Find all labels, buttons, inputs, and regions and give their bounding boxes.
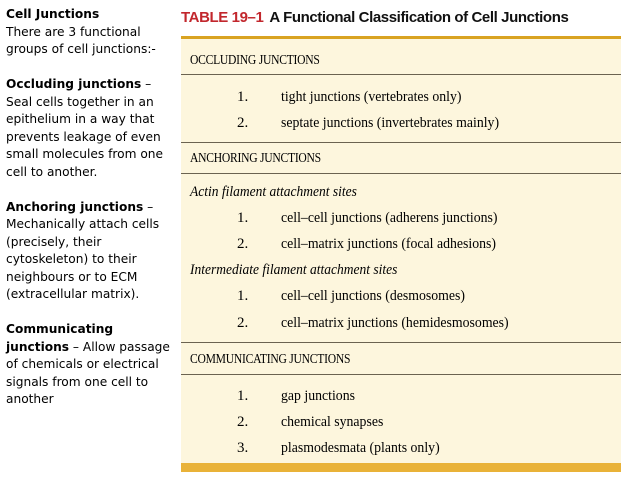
row-text: chemical synapses: [281, 414, 384, 430]
row-number: 3.: [237, 440, 249, 456]
row-number: 2.: [237, 414, 249, 430]
communicating-term: Communicating junctions: [6, 322, 114, 354]
row-text: tight junctions (vertebrates only): [281, 89, 462, 105]
table-top-rule: [181, 36, 621, 39]
row-number: 2.: [237, 315, 249, 331]
row-text: plasmodesmata (plants only): [281, 440, 440, 456]
communicating-paragraph: Communicating junctions – Allow passage …: [6, 321, 174, 409]
table-number: TABLE 19–1: [181, 9, 264, 26]
divider: [181, 173, 621, 174]
occluding-term: Occluding junctions: [6, 77, 142, 91]
table-row: 2. cell–matrix junctions (hemidesmosomes…: [181, 315, 621, 335]
row-number: 2.: [237, 115, 249, 131]
divider: [181, 374, 621, 375]
classification-table: Occluding Junctions 1. tight junctions (…: [181, 36, 621, 472]
communicating-description: – Allow passage of chemicals or electric…: [6, 339, 170, 407]
anchoring-description: – Mechanically attach cells (precisely, …: [6, 199, 160, 302]
anchoring-paragraph: Anchoring junctions – Mechanically attac…: [6, 199, 174, 304]
row-text: cell–matrix junctions (focal adhesions): [281, 236, 496, 252]
panel-heading: Cell Junctions: [6, 7, 100, 21]
occluding-description: – Seal cells together in an epithelium i…: [6, 77, 163, 179]
table-row: 1. cell–cell junctions (desmosomes): [181, 288, 621, 308]
intermediate-subheading: Intermediate filament attachment sites: [190, 262, 398, 278]
divider: [181, 74, 621, 75]
anchoring-term: Anchoring junctions: [6, 199, 144, 214]
divider: [181, 142, 621, 143]
section-anchoring-heading: Anchoring Junctions: [190, 150, 321, 165]
row-number: 1.: [237, 388, 249, 404]
row-number: 2.: [237, 236, 249, 252]
table-row: 2. septate junctions (invertebrates main…: [181, 115, 621, 135]
table-row: 1. cell–cell junctions (adherens junctio…: [181, 210, 621, 230]
row-text: cell–matrix junctions (hemidesmosomes): [281, 315, 509, 331]
explanation-panel: Cell Junctions There are 3 functional gr…: [6, 6, 174, 426]
intro-paragraph: Cell Junctions There are 3 functional gr…: [6, 6, 174, 59]
table-row: 1. gap junctions: [181, 388, 621, 408]
section-occluding-heading: Occluding Junctions: [190, 52, 320, 67]
actin-subheading: Actin filament attachment sites: [190, 184, 357, 200]
table-title-text: A Functional Classification of Cell Junc…: [269, 9, 569, 26]
table-title: TABLE 19–1 A Functional Classification of…: [181, 4, 621, 32]
table-row: 2. cell–matrix junctions (focal adhesion…: [181, 236, 621, 256]
row-number: 1.: [237, 210, 249, 226]
intro-text: There are 3 functional groups of cell ju…: [6, 24, 156, 57]
section-communicating-heading: Communicating Junctions: [190, 351, 351, 366]
row-number: 1.: [237, 288, 249, 304]
divider: [181, 342, 621, 343]
table-row: 3. plasmodesmata (plants only): [181, 440, 621, 460]
table-row: 1. tight junctions (vertebrates only): [181, 89, 621, 109]
row-text: cell–cell junctions (adherens junctions): [281, 210, 498, 226]
row-text: gap junctions: [281, 388, 355, 404]
table-bottom-rule: [181, 463, 621, 472]
row-text: septate junctions (invertebrates mainly): [281, 115, 500, 131]
row-number: 1.: [237, 89, 249, 105]
table-row: 2. chemical synapses: [181, 414, 621, 434]
occluding-paragraph: Occluding junctions – Seal cells togethe…: [6, 76, 174, 181]
row-text: cell–cell junctions (desmosomes): [281, 288, 465, 304]
